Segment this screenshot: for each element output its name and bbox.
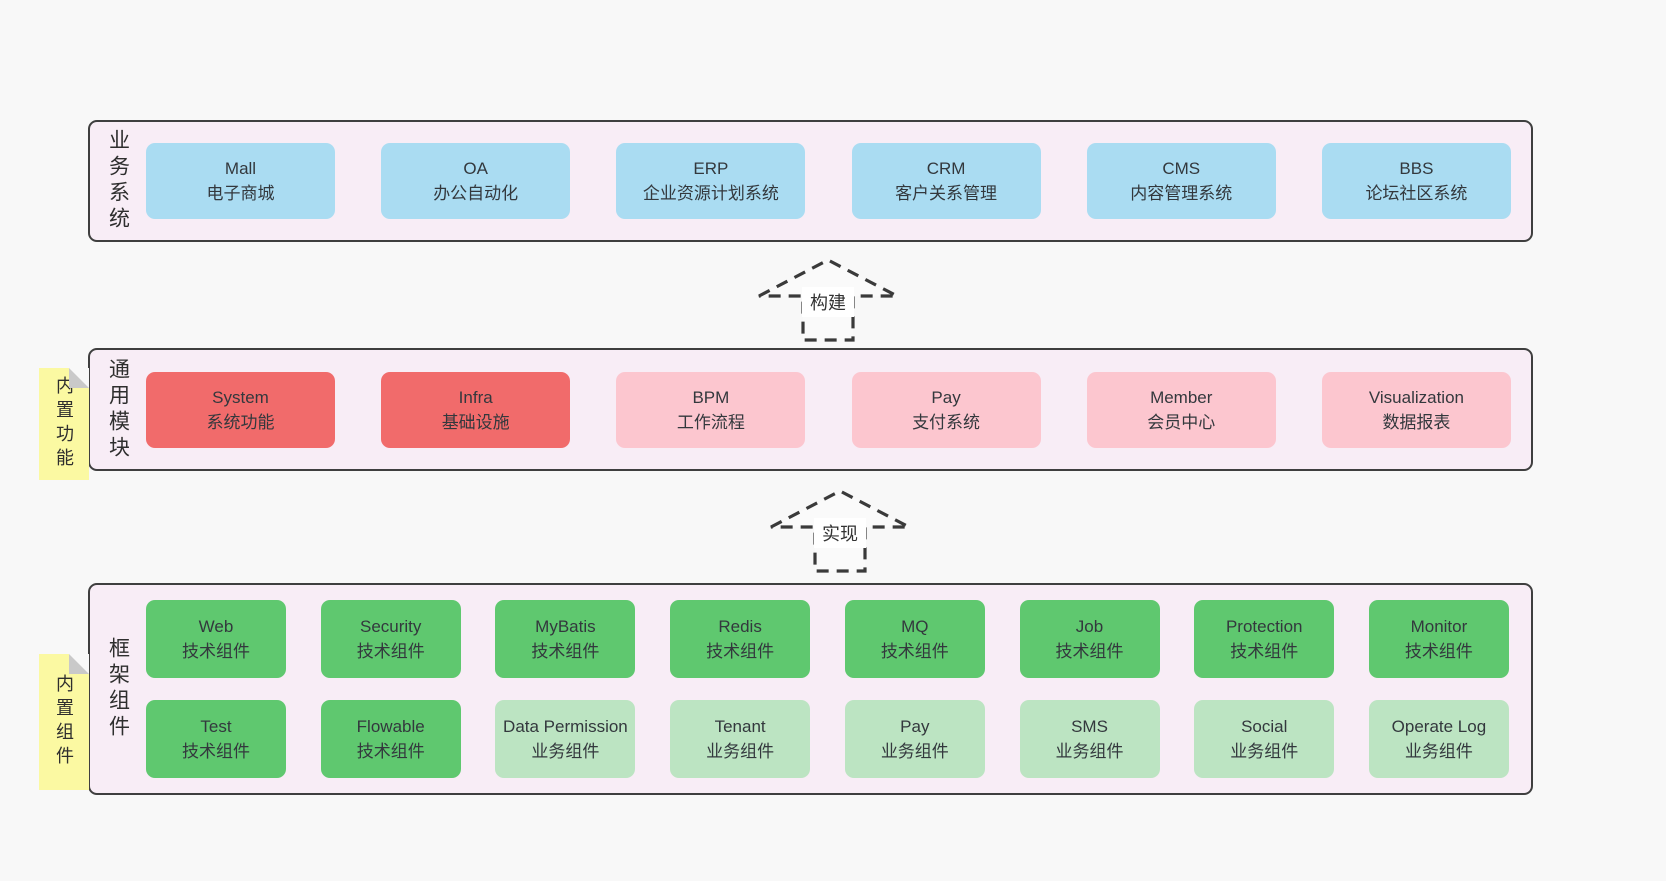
arrow-label-bg: [802, 287, 854, 317]
box-mall: Mall 电子商城: [146, 143, 335, 219]
box-protection: Protection 技术组件: [1194, 600, 1335, 678]
box-tenant: Tenant 业务组件: [670, 700, 811, 778]
build-arrow-label: 构建: [810, 293, 846, 313]
box-operate-log: Operate Log 业务组件: [1368, 700, 1509, 778]
layer-label-modules: 通用模块: [106, 357, 130, 462]
up-arrow-dashed-icon: 构建: [758, 258, 898, 342]
box-cms: CMS 内容管理系统: [1086, 143, 1276, 219]
box-erp: ERP 企业资源计划系统: [616, 143, 806, 219]
box-test: Test 技术组件: [146, 700, 286, 778]
module-boxes-row: System 系统功能 Infra 基础设施 BPM 工作流程 Pay 支付系统…: [146, 350, 1531, 469]
sticky-note-built-in-components: 内置组件: [39, 654, 89, 790]
layer-label-business: 业务系统: [106, 129, 130, 233]
box-social: Social 业务组件: [1194, 700, 1335, 778]
box-web: Web 技术组件: [146, 600, 286, 678]
build-arrow: 构建: [756, 256, 900, 344]
folded-corner-icon: [69, 368, 89, 388]
layer-label-components: 框架组件: [106, 637, 130, 741]
layer-business-systems: 业务系统 Mall 电子商城 OA 办公自动化 ERP 企业资源计划系统 CRM…: [88, 120, 1533, 242]
component-row-1: Web 技术组件 Security 技术组件 MyBatis 技术组件 Redi…: [146, 600, 1509, 678]
box-security: Security 技术组件: [320, 600, 461, 678]
implement-arrow: 实现: [768, 487, 912, 575]
box-mybatis: MyBatis 技术组件: [495, 600, 636, 678]
box-member: Member 会员中心: [1086, 371, 1276, 448]
box-bpm: BPM 工作流程: [616, 371, 806, 448]
box-data-permission: Data Permission 业务组件: [495, 700, 636, 778]
box-crm: CRM 客户关系管理: [851, 143, 1041, 219]
sticky-note-built-in-features: 内置功能: [39, 368, 89, 480]
box-job: Job 技术组件: [1019, 600, 1160, 678]
layer-framework-components: 框架组件 Web 技术组件 Security 技术组件 MyBatis 技术组件…: [88, 583, 1533, 795]
box-pay-module: Pay 支付系统: [851, 371, 1041, 448]
folded-corner-icon: [69, 654, 89, 674]
box-bbs: BBS 论坛社区系统: [1321, 143, 1511, 219]
box-oa: OA 办公自动化: [381, 143, 571, 219]
component-row-2: Test 技术组件 Flowable 技术组件 Data Permission …: [146, 700, 1509, 778]
component-boxes-grid: Web 技术组件 Security 技术组件 MyBatis 技术组件 Redi…: [146, 585, 1531, 793]
box-monitor: Monitor 技术组件: [1368, 600, 1509, 678]
box-pay-component: Pay 业务组件: [844, 700, 985, 778]
arrow-label-bg: [814, 518, 866, 548]
business-boxes-row: Mall 电子商城 OA 办公自动化 ERP 企业资源计划系统 CRM 客户关系…: [146, 122, 1531, 240]
box-redis: Redis 技术组件: [670, 600, 811, 678]
box-infra: Infra 基础设施: [381, 371, 571, 448]
up-arrow-dashed-icon: 实现: [770, 489, 910, 573]
layer-common-modules: 通用模块 System 系统功能 Infra 基础设施 BPM 工作流程 Pay…: [88, 348, 1533, 471]
box-system: System 系统功能: [146, 371, 335, 448]
box-sms: SMS 业务组件: [1019, 700, 1160, 778]
implement-arrow-label: 实现: [822, 524, 858, 544]
box-flowable: Flowable 技术组件: [320, 700, 461, 778]
box-visualization: Visualization 数据报表: [1321, 371, 1511, 448]
box-mq: MQ 技术组件: [844, 600, 985, 678]
